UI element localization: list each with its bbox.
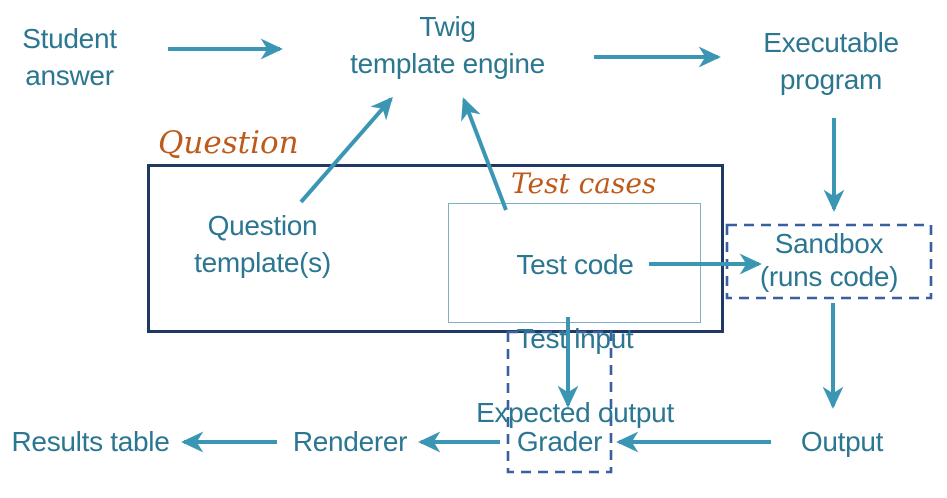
test-cases-zone-label: Test cases	[511, 167, 657, 200]
node-question-templates: Question template(s)	[194, 210, 331, 278]
question-box	[147, 164, 724, 333]
node-test-code: Test code	[516, 249, 634, 280]
node-sandbox: Sandbox (runs code)	[759, 228, 899, 292]
node-output: Output	[800, 426, 884, 457]
node-renderer: Renderer	[292, 426, 408, 457]
node-student-answer: Student answer	[22, 23, 117, 91]
node-executable-program: Executable program	[763, 27, 899, 95]
node-results-table: Results table	[11, 426, 170, 457]
node-grader: Grader	[516, 426, 603, 457]
node-test-input: Test input	[516, 323, 634, 354]
node-twig-template-engine: Twig template engine	[350, 11, 545, 79]
question-zone-label: Question	[158, 125, 299, 161]
